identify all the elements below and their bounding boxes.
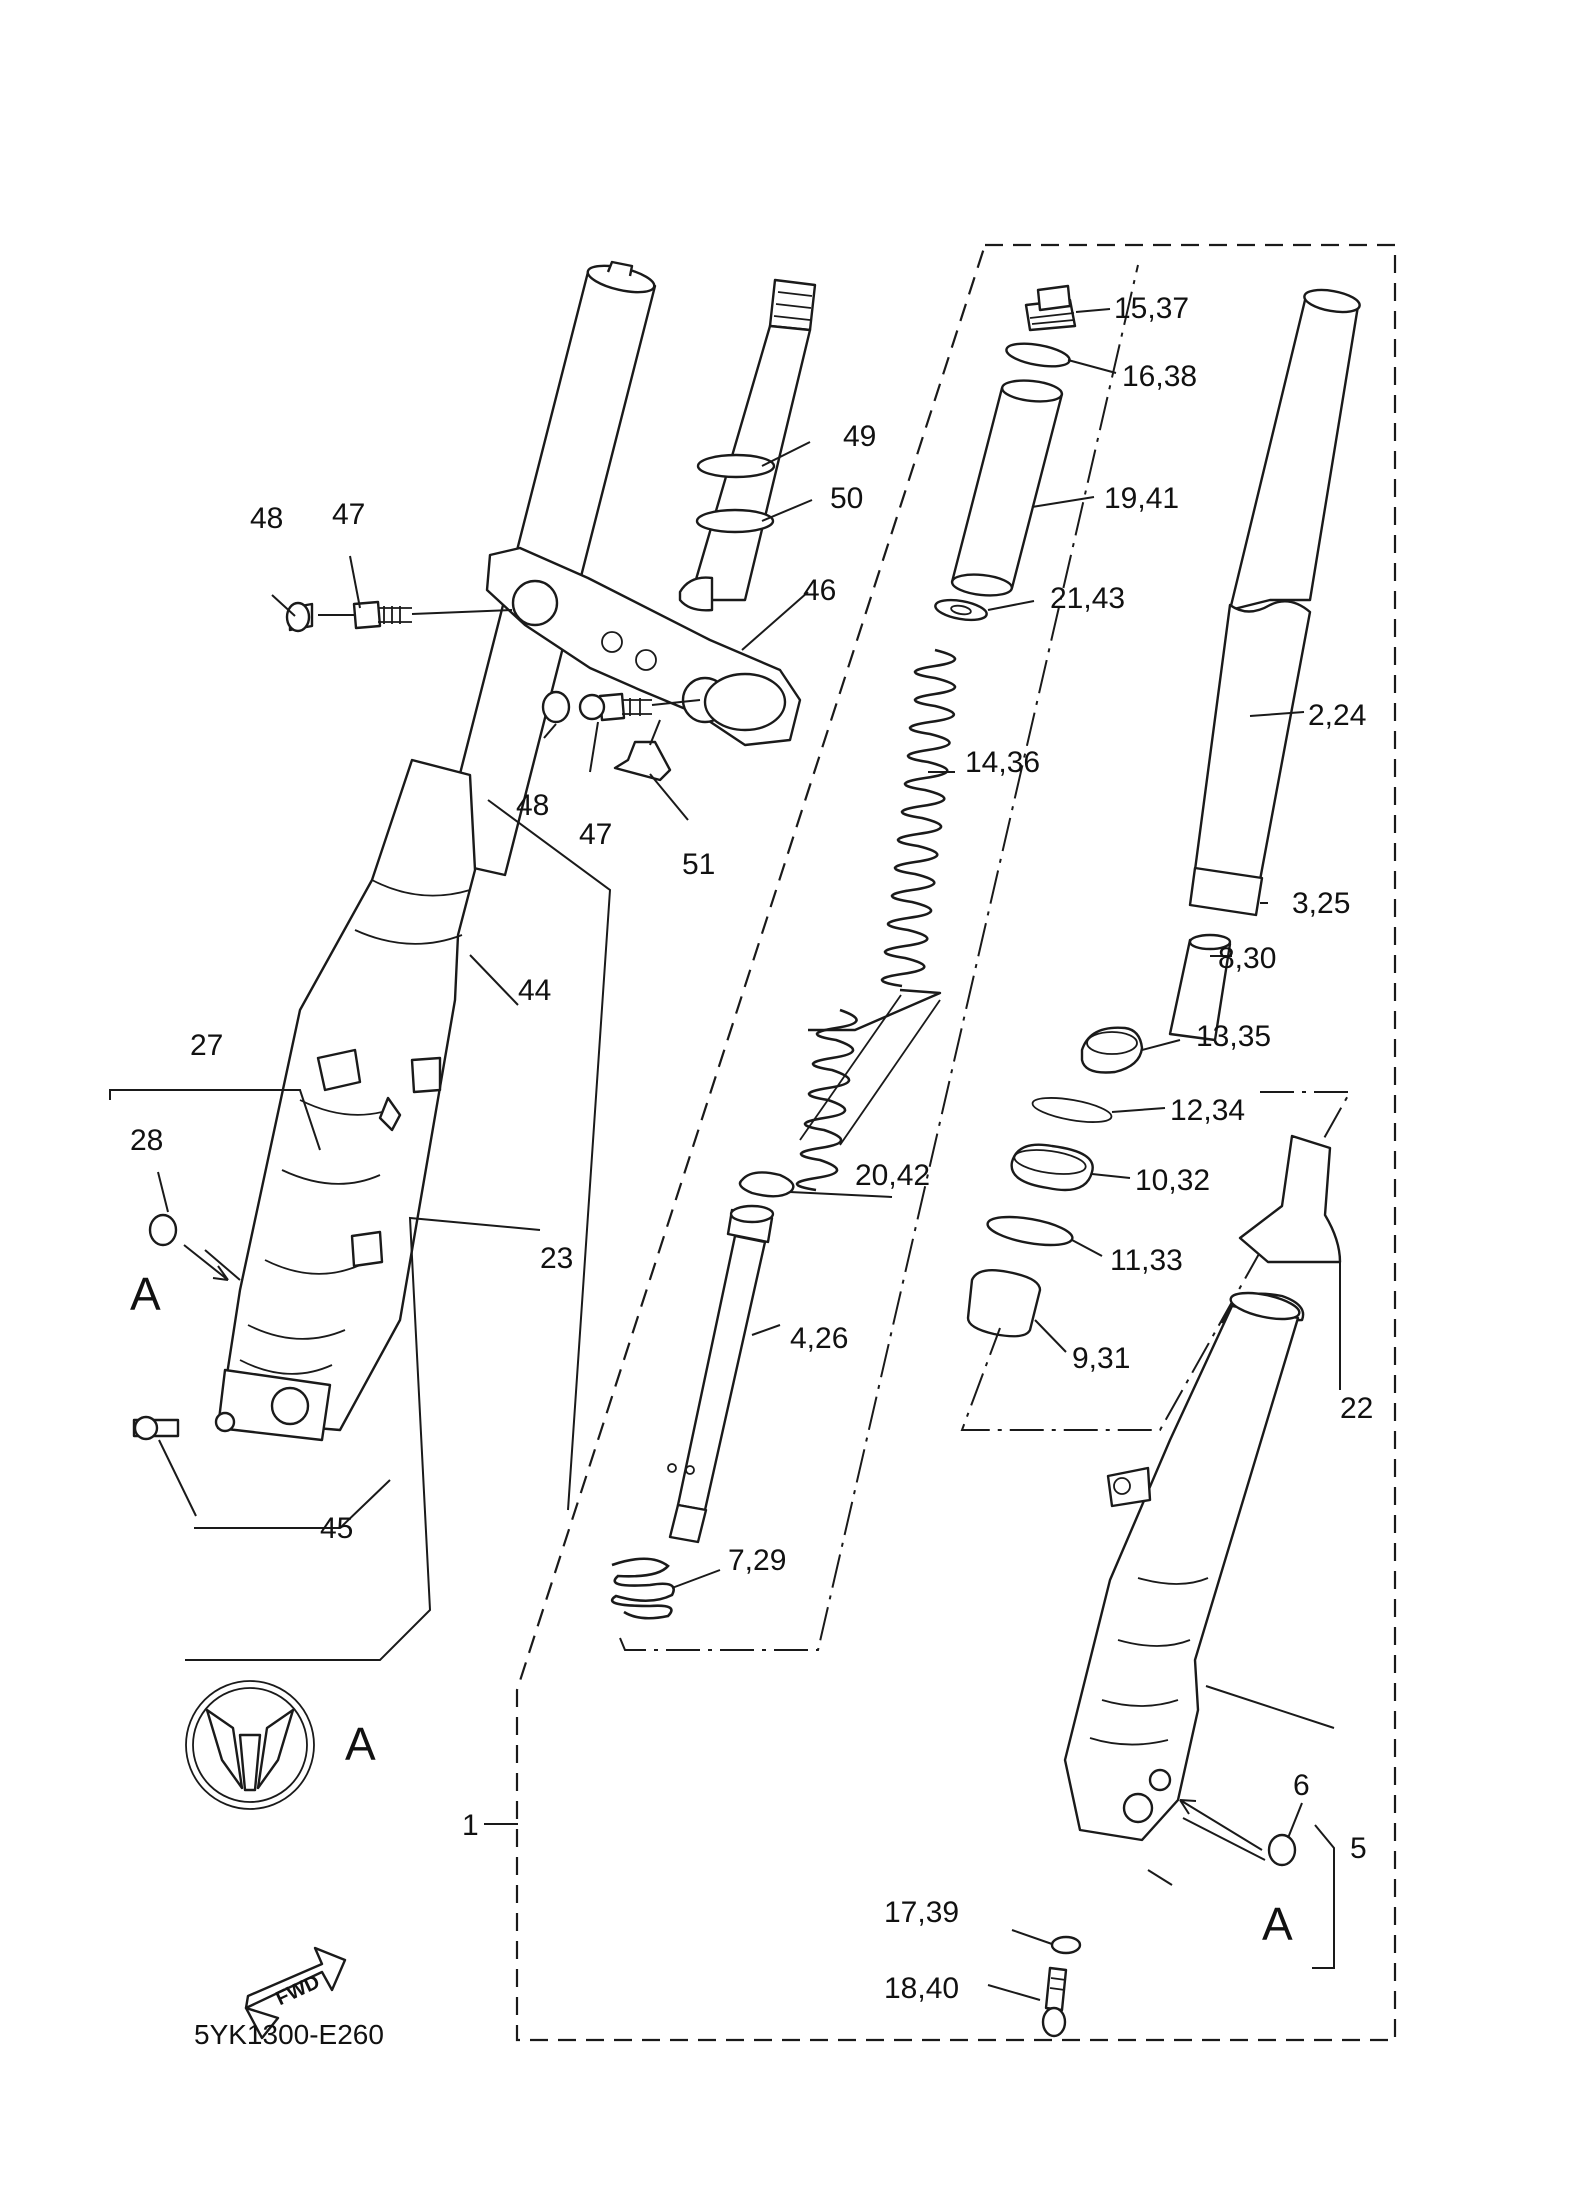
seal-washer bbox=[986, 1215, 1074, 1247]
label-45: 45 bbox=[320, 1512, 353, 1545]
cap-28 bbox=[148, 1213, 178, 1247]
label-22: 22 bbox=[1340, 1392, 1373, 1425]
right-fork-parts bbox=[934, 284, 1361, 2038]
view-marker-a-left: A bbox=[130, 1268, 161, 1320]
label-2-24: 2,24 bbox=[1308, 699, 1366, 732]
fork-spring-upper bbox=[880, 648, 957, 988]
label-21-43: 21,43 bbox=[1050, 582, 1125, 615]
callout-labels: 48 47 49 50 46 48 47 51 44 27 28 23 45 1… bbox=[130, 292, 1373, 2005]
label-13-35: 13,35 bbox=[1196, 1020, 1271, 1053]
label-4-26: 4,26 bbox=[790, 1322, 848, 1355]
label-44: 44 bbox=[518, 974, 551, 1007]
label-47-top: 47 bbox=[332, 498, 365, 531]
drawing-code: 5YK1300-E260 bbox=[194, 2019, 384, 2050]
label-15-37: 15,37 bbox=[1114, 292, 1189, 325]
label-48-top: 48 bbox=[250, 502, 283, 535]
label-7-29: 7,29 bbox=[728, 1544, 786, 1577]
label-50: 50 bbox=[830, 482, 863, 515]
retaining-clip bbox=[1031, 1097, 1113, 1123]
o-ring bbox=[1005, 342, 1071, 368]
label-5: 5 bbox=[1350, 1832, 1367, 1865]
oil-seal bbox=[1080, 1026, 1144, 1074]
bottom-bushing bbox=[966, 1269, 1042, 1338]
view-marker-a-right: A bbox=[1262, 1898, 1293, 1950]
label-9-31: 9,31 bbox=[1072, 1342, 1130, 1375]
label-20-42: 20,42 bbox=[855, 1159, 930, 1192]
label-17-39: 17,39 bbox=[884, 1896, 959, 1929]
label-11-33: 11,33 bbox=[1110, 1244, 1183, 1277]
label-51: 51 bbox=[682, 848, 715, 881]
cap-6 bbox=[1267, 1833, 1297, 1867]
fork-spring-lower bbox=[795, 1008, 858, 1192]
upper-bracket-and-stem bbox=[485, 278, 817, 747]
bolt-group-bottom bbox=[541, 690, 701, 782]
center-group-boundary bbox=[619, 264, 1139, 1651]
label-23: 23 bbox=[540, 1242, 573, 1275]
label-12-34: 12,34 bbox=[1170, 1094, 1245, 1127]
mt-emblem-logo bbox=[185, 1680, 315, 1810]
inner-tube bbox=[1228, 294, 1360, 612]
view-arrow-right bbox=[1179, 1799, 1263, 1851]
label-48-bottom: 48 bbox=[516, 789, 549, 822]
outer-tube bbox=[1238, 1134, 1342, 1264]
drain-washer bbox=[1050, 1935, 1082, 1955]
label-3-25: 3,25 bbox=[1292, 887, 1350, 920]
bolt-group-top bbox=[285, 600, 513, 633]
label-27: 27 bbox=[190, 1029, 223, 1062]
label-16-38: 16,38 bbox=[1122, 360, 1197, 393]
label-28: 28 bbox=[130, 1124, 163, 1157]
view-arrow-left bbox=[183, 1244, 229, 1281]
label-14-36: 14,36 bbox=[965, 746, 1040, 779]
label-47-bottom: 47 bbox=[579, 818, 612, 851]
view-marker-a-emblem: A bbox=[345, 1718, 376, 1770]
label-10-32: 10,32 bbox=[1135, 1164, 1210, 1197]
spacer-washer bbox=[934, 598, 988, 622]
label-19-41: 19,41 bbox=[1104, 482, 1179, 515]
seal-group-boundary bbox=[960, 1091, 1352, 1431]
label-18-40: 18,40 bbox=[884, 1972, 959, 2005]
label-1: 1 bbox=[462, 1809, 479, 1842]
leader-lines bbox=[109, 308, 1341, 2001]
fork-assembly-boundary bbox=[515, 243, 1397, 2042]
rebound-spring bbox=[610, 1557, 675, 1620]
label-49: 49 bbox=[843, 420, 876, 453]
label-46: 46 bbox=[803, 574, 836, 607]
label-8-30: 8,30 bbox=[1218, 942, 1276, 975]
damper-parts bbox=[610, 264, 1139, 1651]
spacer-tube bbox=[950, 386, 1064, 590]
label-6: 6 bbox=[1293, 1769, 1310, 1802]
